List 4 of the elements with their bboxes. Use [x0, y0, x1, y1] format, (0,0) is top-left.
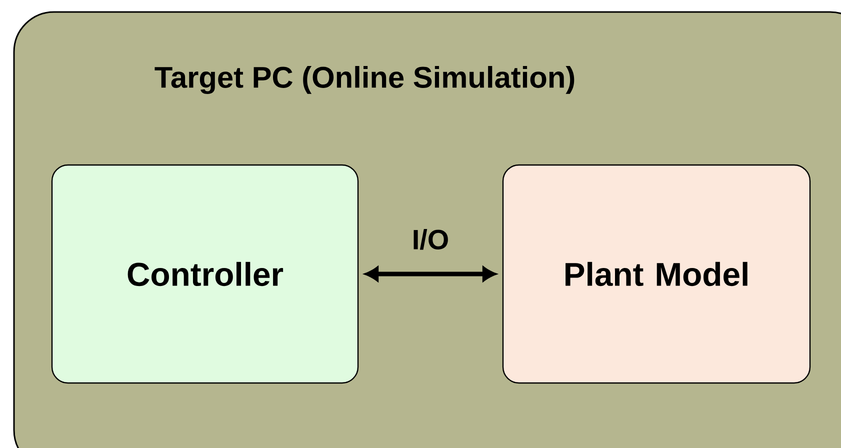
- arrow: [366, 266, 496, 282]
- process-box: Controller: [51, 164, 359, 384]
- process-box: Plant Model: [502, 164, 811, 384]
- edge-label: I/O: [410, 227, 452, 252]
